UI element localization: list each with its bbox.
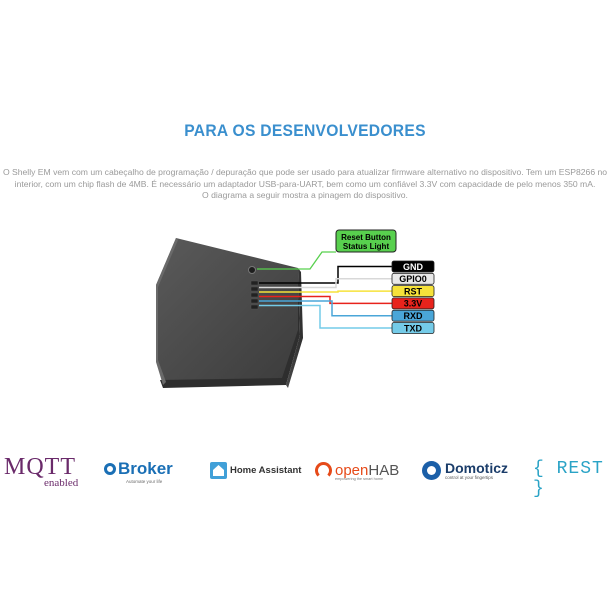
wire-txd bbox=[259, 304, 392, 329]
openhab-tagline: empowering the smart home bbox=[335, 477, 384, 481]
iobroker-icon bbox=[104, 463, 116, 475]
status-light-text: Status Light bbox=[343, 242, 390, 251]
pin-label-gnd: GND bbox=[391, 260, 435, 273]
openhab-name-a: open bbox=[335, 462, 369, 479]
pin-label-text: RXD bbox=[403, 311, 423, 321]
description-line: O Shelly EM vem com um cabeçalho de prog… bbox=[2, 167, 608, 177]
integration-logos: MQTT enabled Broker Automate your life H… bbox=[0, 450, 610, 499]
home-assistant-logo: Home Assistant bbox=[210, 462, 301, 479]
pin-label-rst: RST bbox=[391, 285, 435, 298]
rest-logo: { REST } bbox=[533, 459, 604, 499]
pin-label-gpio0: GPIO0 bbox=[391, 272, 435, 285]
domoticz-icon bbox=[422, 461, 441, 480]
openhab-icon bbox=[315, 462, 332, 479]
mqtt-logo: MQTT enabled bbox=[4, 454, 79, 489]
description-line: O diagrama a seguir mostra a pinagem do … bbox=[202, 190, 408, 200]
openhab-name-b: HAB bbox=[368, 462, 400, 479]
pin-label-text: GND bbox=[403, 262, 424, 272]
pin-label-box bbox=[391, 322, 435, 334]
iobroker-logo: Broker Automate your life bbox=[104, 459, 173, 484]
pin-label-box bbox=[391, 309, 435, 322]
pin-label-box bbox=[391, 285, 435, 298]
iobroker-name: Broker bbox=[118, 459, 173, 478]
wire-gpio0 bbox=[259, 278, 392, 289]
section-description: O Shelly EM vem com um cabeçalho de prog… bbox=[0, 167, 610, 202]
pin-label-text: TXD bbox=[404, 323, 423, 333]
pin-label-box bbox=[391, 272, 435, 285]
pin-label-33v: 3.3V bbox=[391, 297, 435, 310]
shelly-device bbox=[156, 238, 303, 388]
header-pins bbox=[250, 280, 259, 310]
reset-button-text: Reset Button bbox=[341, 233, 391, 242]
pin-label-box bbox=[391, 260, 435, 273]
domoticz-name: Domoticz bbox=[445, 460, 508, 476]
wire-33v bbox=[259, 295, 392, 305]
pin-label-text: 3.3V bbox=[404, 299, 423, 309]
domoticz-logo: Domoticz control at your fingertips bbox=[422, 461, 508, 480]
pin-wires bbox=[259, 265, 392, 329]
wire-rst bbox=[259, 290, 392, 293]
wire-rxd bbox=[259, 300, 392, 317]
description-line: interior, com um chip flash de 4MB. É ne… bbox=[14, 178, 596, 189]
reset-button-box bbox=[335, 229, 397, 253]
pin-label-text: RST bbox=[404, 286, 423, 296]
pin-label-rxd: RXD bbox=[391, 309, 435, 322]
home-assistant-name: Home Assistant bbox=[230, 465, 302, 476]
reset-button-label: Reset Button Status Light bbox=[257, 229, 397, 270]
pin-label-txd: TXD bbox=[391, 322, 435, 334]
mqtt-name: MQTT bbox=[4, 454, 76, 480]
home-assistant-icon bbox=[210, 462, 227, 479]
iobroker-tagline: Automate your life bbox=[126, 479, 163, 484]
mqtt-sub: enabled bbox=[44, 477, 79, 489]
status-light bbox=[248, 266, 256, 274]
pin-label-text: GPIO0 bbox=[399, 274, 427, 284]
section-title: PARA OS DESENVOLVEDORES bbox=[184, 121, 426, 140]
wire-gnd bbox=[259, 265, 392, 284]
pin-label-box bbox=[391, 297, 435, 310]
domoticz-tagline: control at your fingertips bbox=[445, 475, 494, 480]
